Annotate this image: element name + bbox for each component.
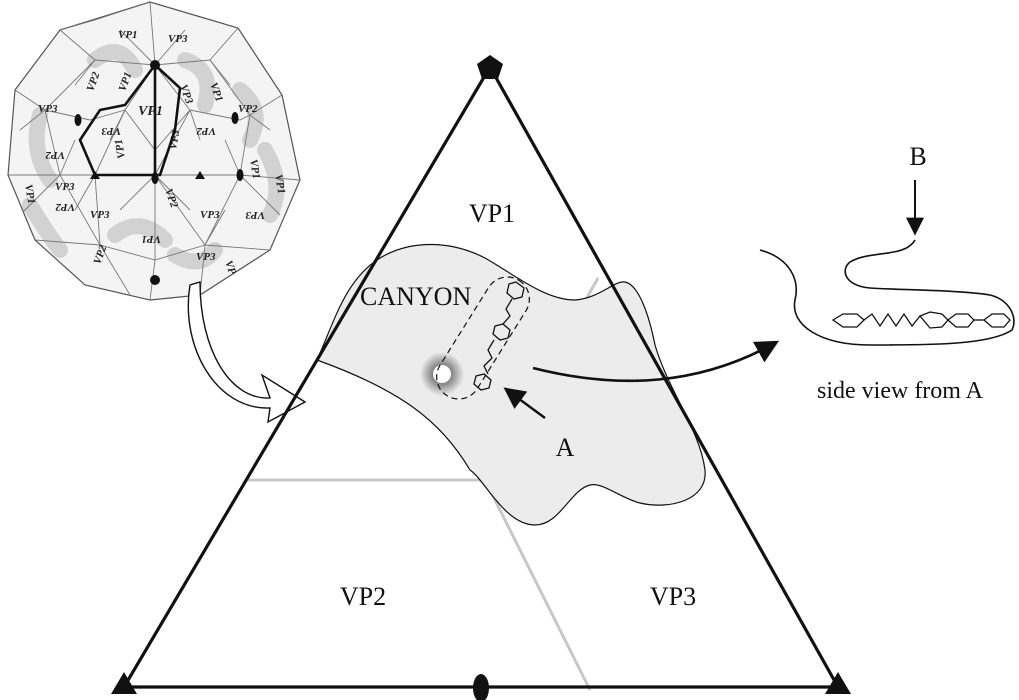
drug-binding-site	[436, 276, 530, 400]
capsid-label: VP1	[22, 183, 37, 204]
capsid-label: VP1	[272, 173, 287, 194]
threefold-axis-left-icon	[111, 672, 137, 694]
capsid-label: VP3	[196, 251, 216, 263]
canyon-cross-section	[759, 239, 1015, 346]
capsid-label: VP2	[238, 103, 258, 115]
capsid-label: VP1	[247, 158, 262, 179]
fivefold-axis-icon	[477, 55, 503, 79]
pointer-b-label: B	[909, 142, 926, 171]
threefold-axis-right-icon	[825, 672, 851, 694]
vp1-label: VP1	[469, 199, 515, 228]
pocket-entrance	[433, 365, 451, 383]
twofold-axis-icon	[473, 674, 489, 700]
canyon-label: CANYON	[360, 282, 471, 311]
side-view-panel: B side view from A	[759, 142, 1015, 404]
vp2-label: VP2	[340, 582, 386, 611]
capsid-label: VP1	[113, 138, 128, 159]
side-view-caption: side view from A	[817, 378, 984, 404]
side-view-arrow-icon	[532, 340, 780, 383]
pointer-a-label: A	[556, 433, 575, 462]
capsid-label: VP2	[196, 125, 216, 137]
capsid-label: VP3	[90, 209, 110, 221]
protomer-triangle: VP1 VP2 VP3 CANYON A	[111, 55, 851, 700]
capsid-label: VP1	[118, 29, 138, 41]
drug-molecule	[473, 281, 525, 391]
capsid-label: VP3	[245, 209, 265, 221]
zoom-arrow-icon	[187, 281, 307, 424]
capsid-canyon-bands	[22, 44, 285, 270]
capsid-label: VP3	[101, 125, 121, 137]
capsid-label: VP1	[141, 233, 161, 245]
capsid-label: VP3	[38, 103, 58, 115]
vp3-label: VP3	[650, 582, 696, 611]
capsid-illustration: VP1 VP3 VP2 VP1 VP3 VP1 VP1 VP3 VP2 VP3 …	[7, 1, 301, 301]
side-view-molecule	[831, 311, 1011, 329]
capsid-symmetry-markers	[74, 60, 244, 285]
capsid-label: VP1	[138, 104, 163, 119]
capsid-label: VP3	[55, 181, 75, 193]
capsid-label: VP2	[55, 201, 75, 213]
capsid-label: VP2	[45, 149, 65, 161]
capsid-label: VP3	[200, 209, 220, 221]
capsid-label: VP3	[168, 33, 188, 45]
pointer-a-arrow-icon	[503, 387, 546, 419]
